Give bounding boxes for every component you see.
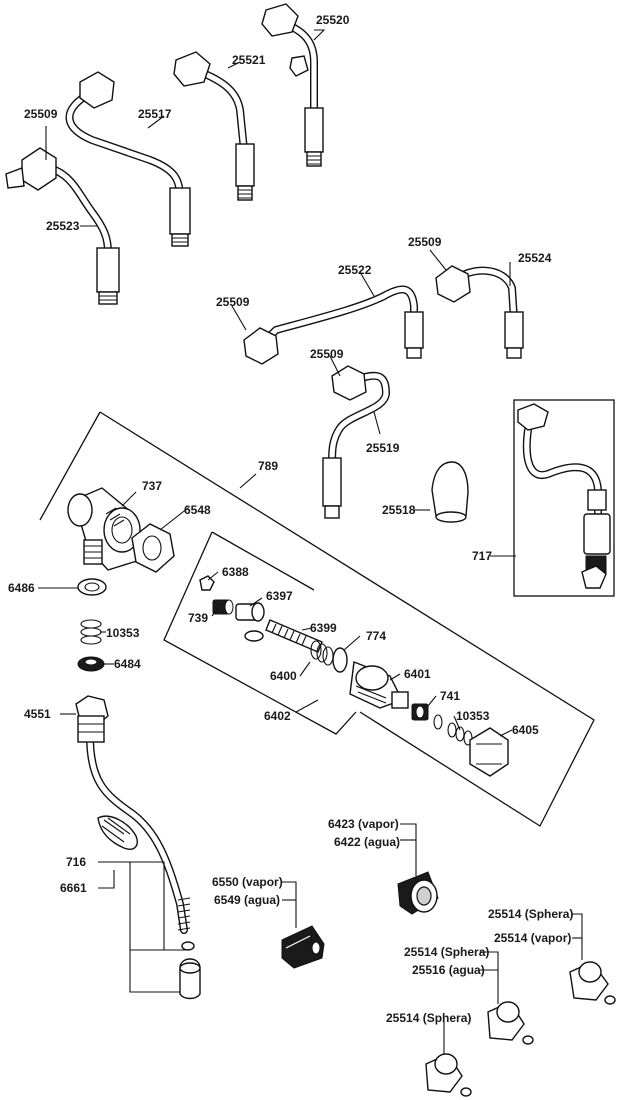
- label-789: 789: [258, 459, 278, 473]
- assembly-789-frame: [39, 411, 595, 827]
- label-25518: 25518: [382, 503, 416, 517]
- label-25514-sphera-c: 25514 (Sphera): [386, 1011, 471, 1025]
- pipe-25519: [322, 365, 390, 519]
- label-25509-b: 25509: [408, 235, 442, 249]
- pipe-25521: [173, 51, 255, 201]
- part-6550-knob: [281, 925, 325, 969]
- pipe-25523: [5, 147, 120, 305]
- label-717: 717: [472, 549, 492, 563]
- label-25509-a: 25509: [24, 107, 58, 121]
- label-6549: 6549 (agua): [214, 893, 280, 907]
- label-6550: 6550 (vapor): [212, 875, 283, 889]
- leader-lines: [38, 29, 583, 1054]
- label-6399: 6399: [310, 621, 337, 635]
- part-774-oring: [332, 647, 348, 673]
- label-25514-sphera-a: 25514 (Sphera): [488, 907, 573, 921]
- label-25524: 25524: [518, 251, 552, 265]
- part-10353-spring-right: [433, 714, 473, 746]
- label-25514-vapor: 25514 (vapor): [494, 931, 571, 945]
- label-6484: 6484: [114, 657, 141, 671]
- label-25509-c: 25509: [216, 295, 250, 309]
- label-6402: 6402: [264, 709, 291, 723]
- part-25516-knob-mid: [487, 1001, 534, 1045]
- pipe-25524: [435, 265, 524, 359]
- label-6486: 6486: [8, 581, 35, 595]
- label-25509-d: 25509: [310, 347, 344, 361]
- part-25518-nozzle: [431, 461, 469, 523]
- part-10353-spring-left: [80, 619, 102, 645]
- part-739: [212, 599, 234, 615]
- part-716-steam-wand: [75, 695, 201, 1000]
- label-6422: 6422 (agua): [334, 835, 400, 849]
- label-716: 716: [66, 855, 86, 869]
- part-6400-spring: [310, 640, 334, 666]
- part-6486-washer: [77, 578, 107, 596]
- label-6400: 6400: [270, 669, 297, 683]
- part-25514-knob-bottom: [425, 1053, 472, 1097]
- part-6388: [199, 575, 215, 591]
- pipe-25520: [261, 3, 324, 167]
- label-25521: 25521: [232, 53, 266, 67]
- label-6397: 6397: [266, 589, 293, 603]
- label-25522: 25522: [338, 263, 372, 277]
- label-741: 741: [440, 689, 460, 703]
- label-25520: 25520: [316, 13, 350, 27]
- label-6401: 6401: [404, 667, 431, 681]
- label-25514-sphera-b: 25514 (Sphera): [404, 945, 489, 959]
- label-6388: 6388: [222, 565, 249, 579]
- label-25523: 25523: [46, 219, 80, 233]
- part-6401-body: [349, 661, 409, 709]
- part-6397: [235, 602, 265, 622]
- part-6548-nut: [131, 523, 175, 573]
- label-25516: 25516 (agua): [412, 963, 485, 977]
- label-10353-a: 10353: [106, 626, 140, 640]
- label-6423: 6423 (vapor): [328, 817, 399, 831]
- assembly-6402-frame: [163, 531, 357, 735]
- part-25514-knob-right: [569, 961, 616, 1005]
- label-6661: 6661: [60, 881, 87, 895]
- label-25517: 25517: [138, 107, 172, 121]
- part-737-valve-body: [67, 487, 141, 571]
- part-741: [411, 703, 429, 721]
- label-4551: 4551: [24, 707, 51, 721]
- label-6548: 6548: [184, 503, 211, 517]
- label-737: 737: [142, 479, 162, 493]
- part-6423-knob: [397, 871, 439, 915]
- label-739: 739: [188, 611, 208, 625]
- pipe-25522: [243, 285, 424, 365]
- label-25519: 25519: [366, 441, 400, 455]
- label-774: 774: [366, 629, 386, 643]
- part-6484-seal: [77, 656, 105, 672]
- part-6399-stem: [265, 619, 323, 653]
- pipe-25517: [65, 71, 191, 247]
- part-717-hose-box: [513, 399, 615, 597]
- part-6405-nut: [469, 727, 509, 777]
- label-10353-b: 10353: [456, 709, 490, 723]
- label-6405: 6405: [512, 723, 539, 737]
